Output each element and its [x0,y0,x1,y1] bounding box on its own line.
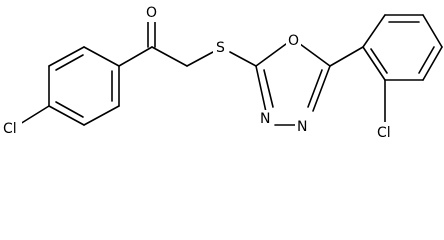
bond [422,46,443,81]
bond [362,46,386,81]
double-bond-inner [418,46,435,74]
bond [48,46,85,67]
bond [229,51,257,67]
bond [312,65,331,112]
bond [48,105,85,126]
bond-c-cl-para [19,105,50,125]
bond [255,43,287,67]
chemical-structure-diagram: O S O N N Cl Cl [2,5,443,142]
bond [83,46,120,67]
atom-sulfur: S [216,40,225,56]
double-bond-inner [55,101,84,118]
atom-oxygen-carbonyl: O [146,5,157,21]
double-bond-inner [307,69,323,108]
bond [255,65,267,113]
bond [118,46,153,67]
ketone-linker [118,19,257,67]
bond [362,14,386,48]
atom-nitrogen-2: N [297,119,307,135]
chlorophenyl-ring-right [362,14,443,81]
atom-chlorine-ortho: Cl [377,125,391,141]
bond [299,43,331,67]
bond-ring-link [329,46,364,67]
atom-nitrogen-1: N [260,111,270,127]
atom-oxygen-ring: O [288,33,299,49]
oxadiazole-ring [255,43,331,126]
double-bond-inner [263,69,274,108]
bond [422,14,443,48]
chlorophenyl-ring-left [48,46,120,126]
bond [83,105,120,126]
bond [186,51,214,67]
bond [151,46,188,67]
double-bond-inner [55,54,84,71]
double-bond-inner [370,48,388,74]
atom-chlorine-para: Cl [3,121,17,137]
